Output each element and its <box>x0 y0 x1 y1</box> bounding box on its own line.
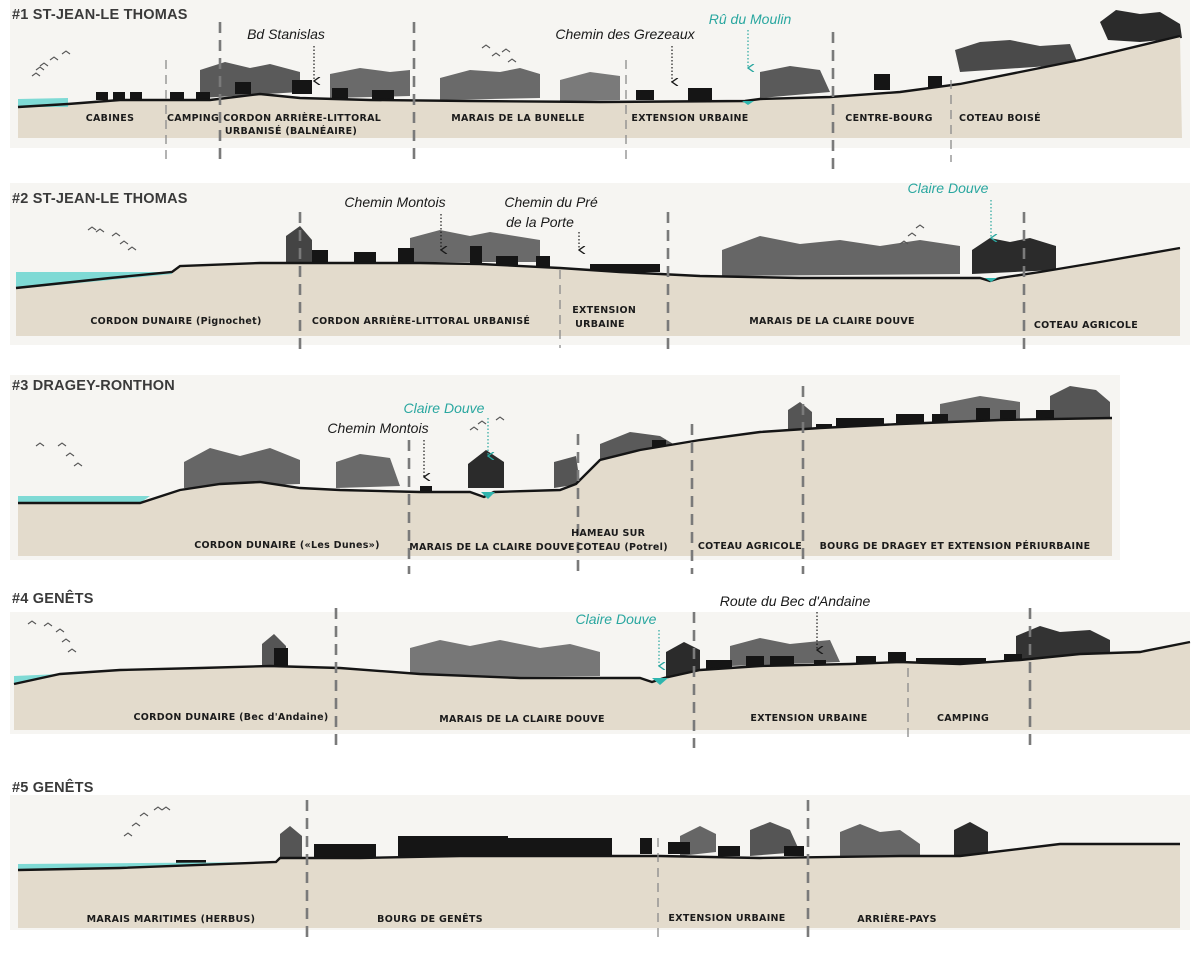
section-5-zone-label: BOURG DE GENÊTS <box>377 913 483 925</box>
section-3-stream <box>481 492 495 499</box>
section-1-annotation-road: Chemin des Grezeaux <box>555 26 695 42</box>
section-4: #4 GENÊTS CORDON DUNAIRE (Bec d'Andaine)… <box>10 589 1191 748</box>
section-2: #2 ST-JEAN-LE THOMAS CORDON DUNAIRE (Pig… <box>10 180 1190 356</box>
section-1-zone-label: CORDON ARRIÈRE-LITTORAL URBANISÉ (BALNÉA… <box>223 112 384 137</box>
section-2-ground <box>16 248 1180 336</box>
section-3-ground <box>18 418 1112 556</box>
section-1-profile-line <box>17 34 1181 109</box>
bird-flock-icon <box>31 44 517 77</box>
section-3-sea <box>18 496 150 503</box>
section-3: #3 DRAGEY-RONTHON CORDON DUNAIRE («Les D… <box>10 375 1120 574</box>
section-2-zone-label: CORDON DUNAIRE (Pignochet) <box>90 316 261 327</box>
section-5-zone-label: EXTENSION URBAINE <box>668 913 785 924</box>
section-4-title: #4 GENÊTS <box>12 589 94 607</box>
section-2-annotation-water: Claire Douve <box>908 180 989 196</box>
section-3-zone-label: COTEAU AGRICOLE <box>698 541 802 552</box>
section-5-buildings <box>176 836 804 866</box>
section-1-stream <box>742 101 754 105</box>
section-4-stream <box>652 678 668 685</box>
section-5-zone-label: MARAIS MARITIMES (HERBUS) <box>87 914 256 925</box>
section-2-title: #2 ST-JEAN-LE THOMAS <box>12 191 188 207</box>
section-3-zone-label: HAMEAU SUR COTEAU (Potrel) <box>571 528 668 553</box>
section-1-zone-label: CABINES <box>86 113 134 124</box>
section-1-annotation-road: Bd Stanislas <box>247 26 325 42</box>
section-4-annotation-water: Claire Douve <box>576 611 657 627</box>
section-3-annotation-water: Claire Douve <box>404 400 485 416</box>
section-2-zone-label: COTEAU AGRICOLE <box>1034 320 1138 331</box>
section-2-profile-line <box>15 246 1181 290</box>
section-1-zone-label: CENTRE-BOURG <box>845 113 932 124</box>
section-3-title: #3 DRAGEY-RONTHON <box>12 378 175 394</box>
section-4-zone-label: CORDON DUNAIRE (Bec d'Andaine) <box>134 712 329 723</box>
bird-flock-icon <box>123 806 171 837</box>
section-1-zone-label: CAMPING <box>167 113 219 124</box>
section-2-stream <box>985 278 997 282</box>
section-2-annotation-road: Chemin Montois <box>344 194 445 210</box>
section-5: #5 GENÊTS MARAIS MARITIMES (HERBUS) BOUR… <box>10 778 1190 942</box>
section-3-annotation-road: Chemin Montois <box>327 420 428 436</box>
section-4-annotation-road: Route du Bec d'Andaine <box>720 593 871 609</box>
section-5-title: #5 GENÊTS <box>12 778 94 796</box>
section-4-zone-label: CAMPING <box>937 713 989 724</box>
section-4-zone-label: EXTENSION URBAINE <box>750 713 867 724</box>
section-1-annotation-water: Rû du Moulin <box>709 11 792 27</box>
section-2-zone-label: CORDON ARRIÈRE-LITTORAL URBANISÉ <box>312 315 530 327</box>
section-5-ground <box>18 844 1180 928</box>
section-1-buildings <box>96 74 942 101</box>
section-1-title: #1 ST-JEAN-LE THOMAS <box>12 7 188 23</box>
section-3-zone-label: CORDON DUNAIRE («Les Dunes») <box>194 540 379 551</box>
section-4-zone-label: MARAIS DE LA CLAIRE DOUVE <box>439 714 605 725</box>
section-3-zone-label: BOURG DE DRAGEY ET EXTENSION PÉRIURBAINE <box>820 540 1091 552</box>
section-4-ground <box>14 642 1190 730</box>
section-1-zone-label: EXTENSION URBAINE <box>631 113 748 124</box>
bird-flock-icon <box>35 416 505 467</box>
section-2-buildings <box>312 246 660 272</box>
section-4-trees <box>262 626 1110 678</box>
section-2-zone-label: MARAIS DE LA CLAIRE DOUVE <box>749 316 915 327</box>
section-5-zone-label: ARRIÈRE-PAYS <box>857 913 937 925</box>
section-1-zone-label: MARAIS DE LA BUNELLE <box>451 113 585 124</box>
bird-flock-icon <box>87 224 925 251</box>
section-1-zone-label: COTEAU BOISÉ <box>959 112 1041 124</box>
section-4-buildings <box>274 648 1022 670</box>
section-3-zone-label: MARAIS DE LA CLAIRE DOUVE <box>409 542 575 553</box>
section-5-profile-line <box>17 842 1180 872</box>
section-2-zone-label: EXTENSION URBAINE <box>572 305 639 330</box>
bird-flock-icon <box>27 620 77 653</box>
section-1: #1 ST-JEAN-LE THOMAS CABINES CA <box>10 0 1190 172</box>
section-2-annotation-road: Chemin du Pré de la Porte <box>504 194 601 230</box>
section-1-ground <box>18 36 1182 138</box>
